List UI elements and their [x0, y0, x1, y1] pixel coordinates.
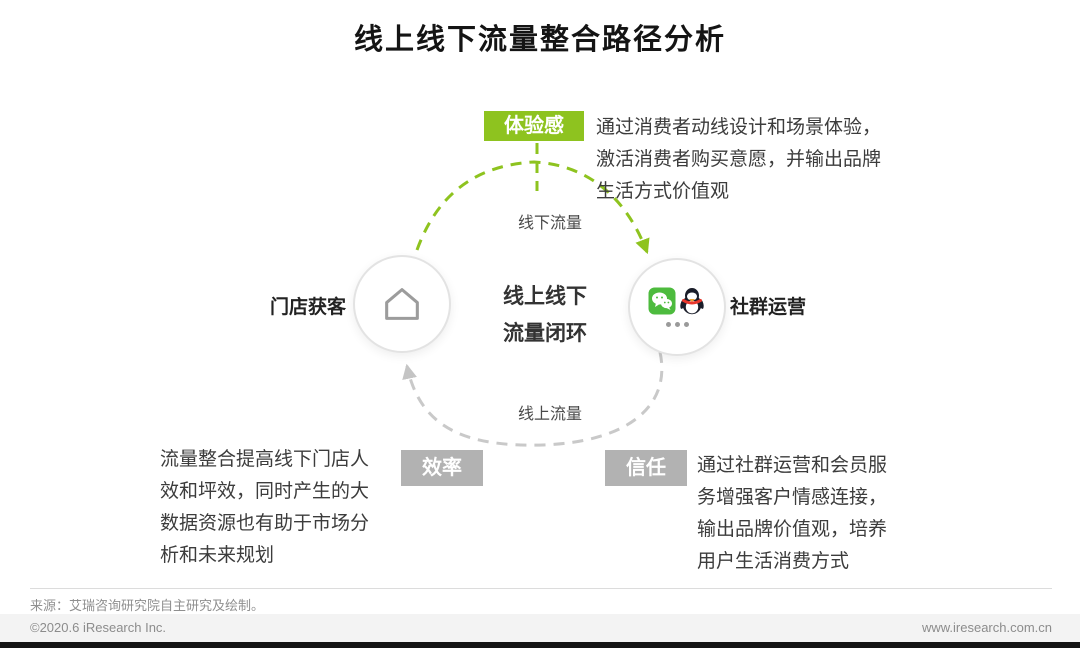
offline-flow-label: 线下流量	[517, 215, 582, 232]
store-node-label: 门店获客	[269, 297, 346, 318]
wechat-icon	[648, 287, 676, 315]
qq-icon	[680, 288, 704, 315]
social-icons-row	[648, 287, 706, 315]
online-flow-arrow	[402, 351, 664, 447]
footer-black-bar	[0, 642, 1080, 648]
online-flow-label: 线上流量	[517, 406, 582, 423]
home-icon	[385, 288, 419, 320]
center-loop-label: 线上线下 流量闭环	[487, 278, 603, 352]
center-loop-line2: 流量闭环	[503, 322, 587, 345]
page-title: 线上线下流量整合路径分析	[353, 24, 726, 56]
store-node	[353, 255, 451, 353]
center-loop-line1: 线上线下	[503, 285, 587, 308]
community-node-label: 社群运营	[730, 297, 807, 318]
offline-flow-description: 通过消费者动线设计和场景体验，激活消费者购买意愿，并输出品牌生活方式价值观	[596, 117, 882, 202]
footer-band: ©2020.6 iResearch Inc. www.iresearch.com…	[0, 614, 1080, 642]
efficiency-badge: 效率	[401, 450, 483, 486]
trust-description: 通过社群运营和会员服务增强客户情感连接，输出品牌价值观，培养用户生活消费方式	[697, 455, 888, 572]
efficiency-description: 流量整合提高线下门店人效和坪效，同时产生的大数据资源也有助于市场分析和未来规划	[160, 449, 370, 566]
source-note: 来源：艾瑞咨询研究院自主研究及绘制。	[30, 598, 265, 613]
ellipsis-icon	[665, 322, 689, 327]
footer-website: www.iresearch.com.cn	[921, 620, 1052, 635]
footer-divider	[30, 588, 1052, 589]
footer-copyright: ©2020.6 iResearch Inc.	[30, 620, 167, 635]
community-node	[628, 258, 726, 356]
experience-badge: 体验感	[484, 111, 584, 141]
trust-badge: 信任	[605, 450, 687, 486]
